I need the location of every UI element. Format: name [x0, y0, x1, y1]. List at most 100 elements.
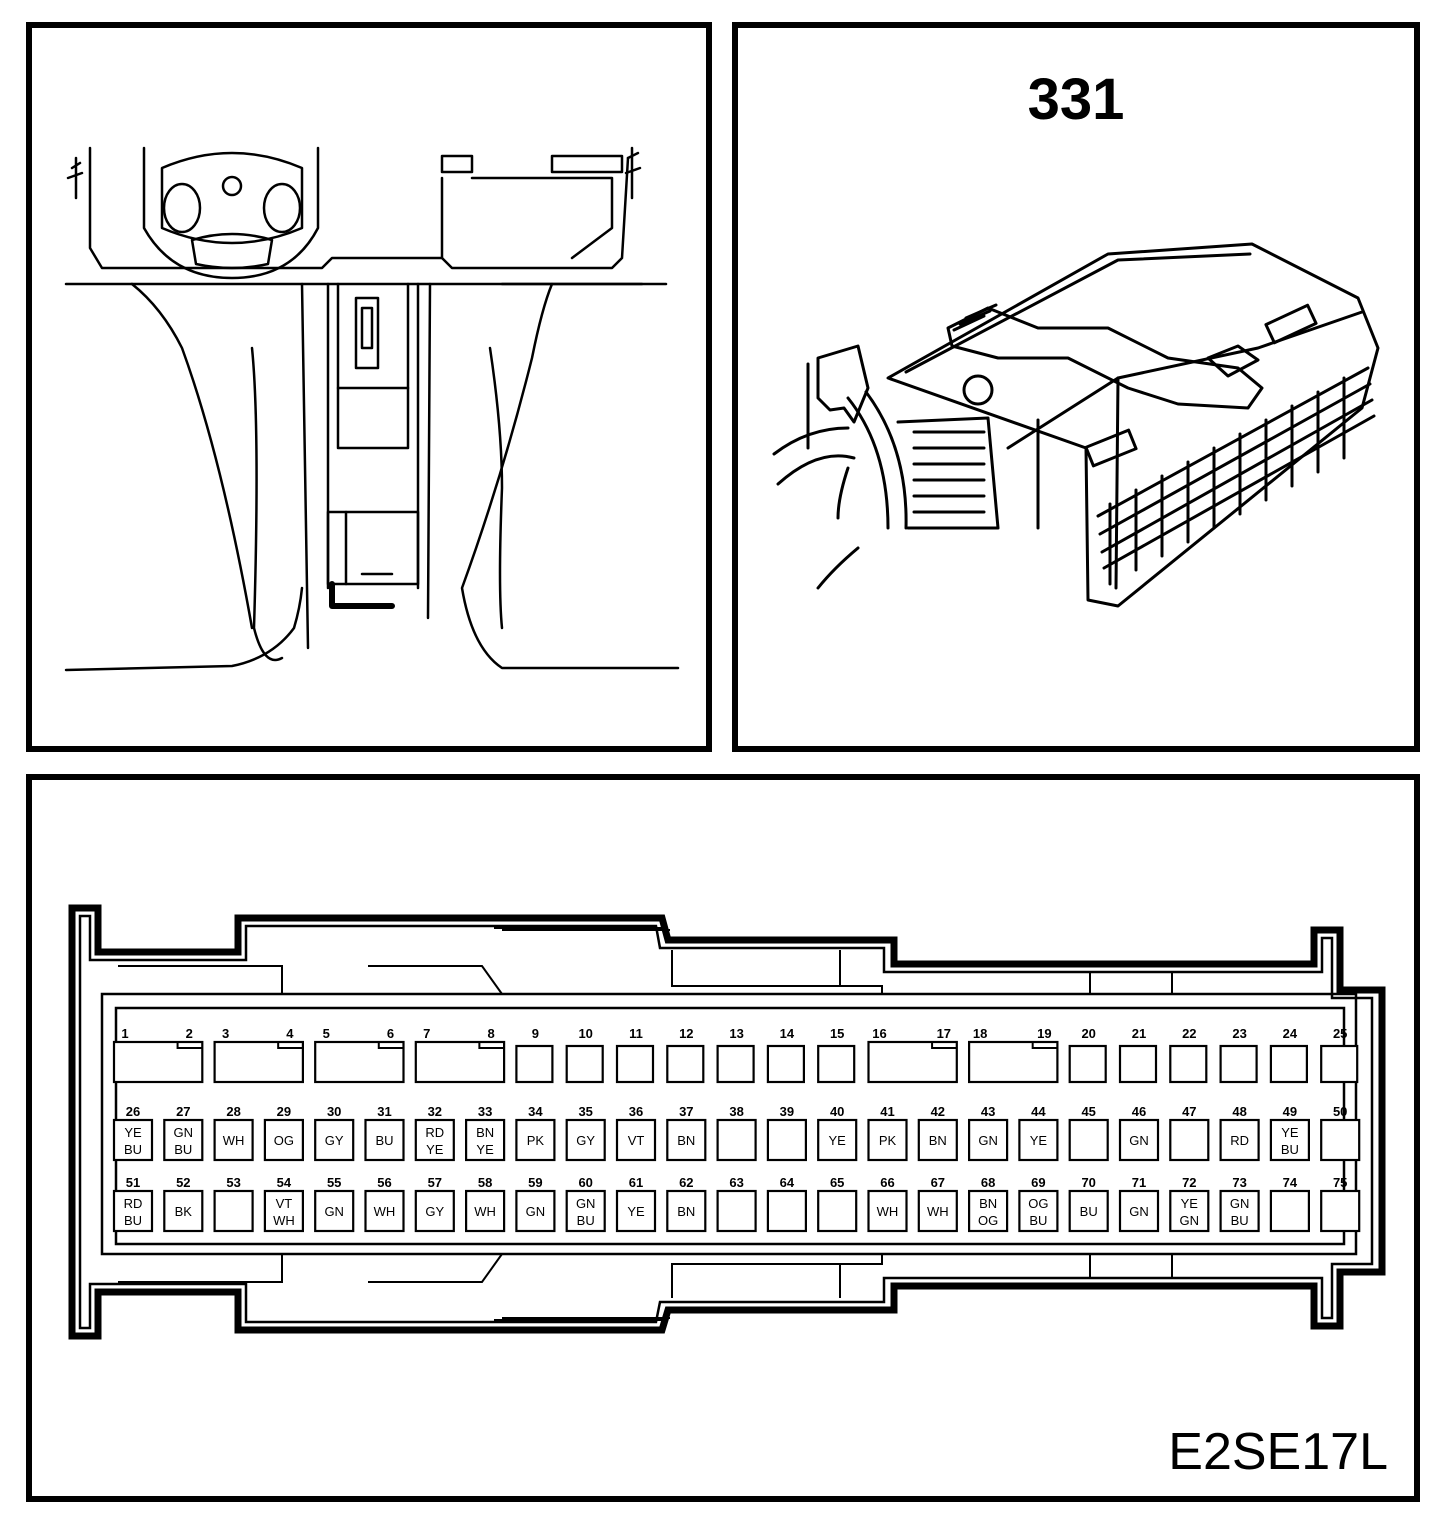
pin-number: 64 — [780, 1175, 795, 1190]
pin-cavity-13 — [716, 1044, 755, 1084]
pin-cavity-1-2 — [112, 1040, 204, 1084]
pin-number: 54 — [277, 1175, 292, 1190]
pin-number: 7 — [423, 1026, 430, 1041]
pin-cavity-23 — [1219, 1044, 1258, 1084]
pin-number: 43 — [981, 1104, 995, 1119]
pin-cavity-39 — [766, 1118, 808, 1162]
wire-color: BN — [476, 1125, 494, 1140]
wire-color: RD — [1230, 1133, 1249, 1148]
wire-color: BU — [174, 1142, 192, 1157]
pin-number: 18 — [973, 1026, 987, 1041]
wire-color: GN — [324, 1204, 344, 1219]
pin-cavity-33 — [465, 1118, 506, 1162]
pin-number: 62 — [679, 1175, 693, 1190]
pin-cavity-54 — [263, 1189, 304, 1233]
wire-color: BU — [1281, 1142, 1299, 1157]
pin-number: 36 — [629, 1104, 643, 1119]
pin-number: 72 — [1182, 1175, 1196, 1190]
cavity-key-notch — [377, 1042, 404, 1049]
wire-color: BU — [1231, 1213, 1249, 1228]
pin-number: 5 — [323, 1026, 330, 1041]
pin-number: 58 — [478, 1175, 492, 1190]
pin-cavity-40 — [817, 1118, 858, 1162]
pin-cavity-62 — [666, 1189, 707, 1233]
wire-color: YE — [829, 1133, 847, 1148]
pin-cavity-48 — [1219, 1118, 1260, 1162]
pin-number: 67 — [931, 1175, 945, 1190]
pin-cavity-22 — [1169, 1044, 1208, 1084]
pin-cavity-61 — [615, 1189, 657, 1233]
wire-color: YE — [426, 1142, 444, 1157]
vehicle-interior-drawing — [64, 146, 680, 672]
pin-number: 20 — [1081, 1026, 1095, 1041]
pin-number: 13 — [729, 1026, 743, 1041]
wire-color: GN — [1129, 1204, 1149, 1219]
pin-number: 69 — [1031, 1175, 1045, 1190]
wire-color: OG — [978, 1213, 998, 1228]
pin-cavity-70 — [1068, 1189, 1109, 1233]
wire-color: YE — [1030, 1133, 1048, 1148]
pin-cavity-11 — [615, 1044, 655, 1084]
pin-number: 30 — [327, 1104, 341, 1119]
pin-number: 42 — [931, 1104, 945, 1119]
pin-cavity-35 — [565, 1118, 606, 1162]
pin-cavity-37 — [666, 1118, 707, 1162]
wire-color: GY — [425, 1204, 444, 1219]
cavity-key-notch — [176, 1042, 203, 1049]
pin-number: 23 — [1232, 1026, 1246, 1041]
pin-number: 10 — [578, 1026, 592, 1041]
pin-number: 27 — [176, 1104, 190, 1119]
wire-color: GY — [576, 1133, 595, 1148]
pin-cavity-58 — [465, 1189, 506, 1233]
wire-color: RD — [124, 1196, 143, 1211]
wire-color: GY — [325, 1133, 344, 1148]
pin-number: 60 — [578, 1175, 592, 1190]
wire-color: BN — [677, 1133, 695, 1148]
wire-color: BU — [124, 1213, 142, 1228]
pin-number: 74 — [1283, 1175, 1298, 1190]
wire-color: WH — [877, 1204, 899, 1219]
location-panel — [26, 22, 712, 752]
pin-number: 33 — [478, 1104, 492, 1119]
pin-number: 12 — [679, 1026, 693, 1041]
pin-number: 3 — [222, 1026, 229, 1041]
pin-cavity-51 — [112, 1189, 154, 1233]
pin-cavity-27 — [163, 1118, 204, 1162]
pin-cavity-10 — [565, 1044, 604, 1084]
pin-number: 34 — [528, 1104, 543, 1119]
pin-cavity-15 — [817, 1044, 856, 1084]
pin-number: 8 — [487, 1026, 494, 1041]
pin-number: 22 — [1182, 1026, 1196, 1041]
wire-color: GN — [1180, 1213, 1200, 1228]
wire-color: BN — [677, 1204, 695, 1219]
pin-number: 46 — [1132, 1104, 1146, 1119]
pin-number: 45 — [1081, 1104, 1095, 1119]
pin-number: 24 — [1283, 1026, 1298, 1041]
connector-3d-drawing — [772, 242, 1380, 608]
wire-color: YE — [627, 1204, 645, 1219]
pin-cavity-24 — [1269, 1044, 1309, 1084]
figure-code: E2SE17L — [1168, 1423, 1388, 1481]
cavity-key-notch — [277, 1042, 303, 1049]
pin-number: 68 — [981, 1175, 995, 1190]
pin-number: 59 — [528, 1175, 542, 1190]
pin-number: 19 — [1037, 1026, 1051, 1041]
pin-cavity-20 — [1068, 1044, 1107, 1084]
wire-color: YE — [124, 1125, 142, 1140]
pin-number: 28 — [226, 1104, 240, 1119]
pin-number: 44 — [1031, 1104, 1046, 1119]
pin-number: 15 — [830, 1026, 844, 1041]
pin-number: 73 — [1232, 1175, 1246, 1190]
wire-color: PK — [879, 1133, 897, 1148]
pin-number: 63 — [729, 1175, 743, 1190]
pin-cavity-34 — [515, 1118, 556, 1162]
wire-color: RD — [425, 1125, 444, 1140]
wire-color: PK — [527, 1133, 545, 1148]
pin-cavity-46 — [1118, 1118, 1160, 1162]
wire-color: BU — [1029, 1213, 1047, 1228]
pin-number: 32 — [428, 1104, 442, 1119]
wire-color: VT — [276, 1196, 293, 1211]
pin-cavity-65 — [817, 1189, 858, 1233]
